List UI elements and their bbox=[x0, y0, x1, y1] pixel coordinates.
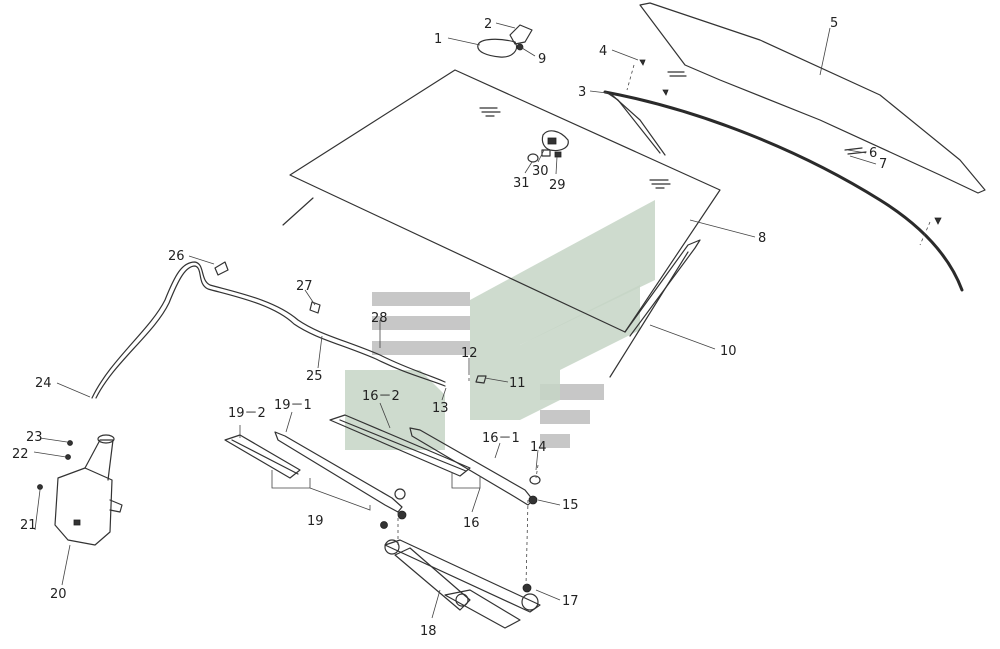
callout-19-2: 19－2 bbox=[228, 406, 266, 421]
callout-21: 21 bbox=[20, 518, 37, 533]
watermark-shape bbox=[520, 285, 640, 420]
watermark-bar bbox=[540, 434, 570, 448]
callout-19-1: 19－1 bbox=[274, 398, 312, 413]
windshield bbox=[289, 69, 721, 333]
rear-glass-seal bbox=[603, 90, 964, 292]
callout-14: 14 bbox=[530, 440, 547, 455]
wiper-linkage bbox=[384, 539, 541, 629]
rear-view-mirror bbox=[477, 24, 533, 58]
callout-31: 31 bbox=[513, 176, 530, 191]
callout-10: 10 bbox=[720, 344, 737, 359]
washer-reservoir bbox=[37, 434, 123, 546]
callout-22: 22 bbox=[12, 447, 29, 462]
callout-9: 9 bbox=[538, 52, 546, 67]
watermark-bar bbox=[540, 410, 590, 424]
callout-13: 13 bbox=[432, 401, 449, 416]
callout-23: 23 bbox=[26, 430, 43, 445]
callout-19: 19 bbox=[307, 514, 324, 529]
callout-1: 1 bbox=[434, 32, 442, 47]
washer-hose bbox=[91, 261, 446, 399]
callout-24: 24 bbox=[35, 376, 52, 391]
leader-lines bbox=[33, 22, 877, 619]
callout-29: 29 bbox=[549, 178, 566, 193]
callout-15: 15 bbox=[562, 498, 579, 513]
callout-11: 11 bbox=[509, 376, 526, 391]
callout-labels: 1 2 9 4 5 3 6 7 8 31 30 29 26 27 28 25 1… bbox=[12, 16, 887, 639]
glass-moulding bbox=[605, 91, 661, 154]
callout-25: 25 bbox=[306, 369, 323, 384]
callout-17: 17 bbox=[562, 594, 579, 609]
windshield-seal bbox=[609, 251, 689, 378]
screw bbox=[639, 59, 646, 66]
left-wiper bbox=[224, 431, 407, 529]
callout-18: 18 bbox=[420, 624, 437, 639]
watermark-bar bbox=[372, 316, 470, 330]
hose-connector bbox=[309, 301, 321, 314]
callout-16: 16 bbox=[463, 516, 480, 531]
callout-27: 27 bbox=[296, 279, 313, 294]
watermark-shape bbox=[345, 370, 445, 450]
hose-connector bbox=[475, 375, 487, 384]
callout-20: 20 bbox=[50, 587, 67, 602]
callout-16-2: 16－2 bbox=[362, 389, 400, 404]
watermark-shape bbox=[470, 200, 655, 420]
callout-4: 4 bbox=[599, 44, 607, 59]
callout-3: 3 bbox=[578, 85, 586, 100]
clip bbox=[934, 217, 942, 225]
callout-28: 28 bbox=[371, 311, 388, 326]
windshield-seal bbox=[624, 239, 701, 337]
watermark-bar bbox=[372, 341, 470, 355]
rain-sensor bbox=[527, 130, 569, 163]
watermark-bar bbox=[372, 292, 470, 306]
hose-connector bbox=[214, 261, 229, 276]
watermark-logo bbox=[345, 200, 655, 450]
callout-12: 12 bbox=[461, 346, 478, 361]
callout-7: 7 bbox=[879, 157, 887, 172]
callout-8: 8 bbox=[758, 231, 766, 246]
dashed-guides bbox=[397, 64, 931, 586]
callout-16-1: 16－1 bbox=[482, 431, 520, 446]
callout-5: 5 bbox=[830, 16, 838, 31]
callout-30: 30 bbox=[532, 164, 549, 179]
washer-hose bbox=[95, 265, 446, 399]
callout-26: 26 bbox=[168, 249, 185, 264]
callout-6: 6 bbox=[869, 146, 877, 161]
clip bbox=[662, 89, 669, 96]
rear-glass bbox=[639, 2, 986, 194]
windshield-lower-edge bbox=[282, 197, 314, 226]
callout-2: 2 bbox=[484, 17, 492, 32]
right-wiper bbox=[329, 414, 541, 506]
